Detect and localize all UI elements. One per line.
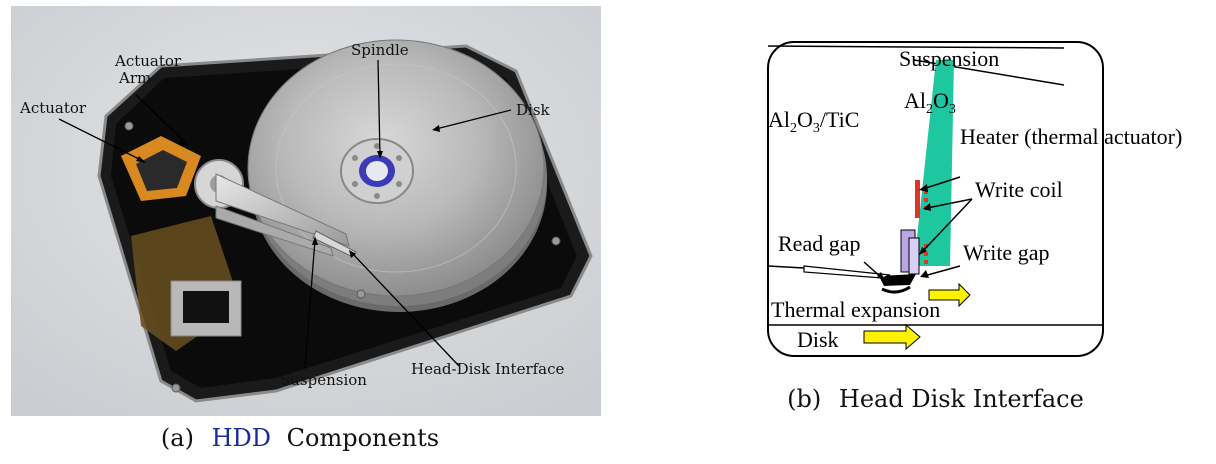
label-head-disk-interface: Head-Disk Interface [411, 360, 565, 378]
caption-b-text: Head Disk Interface [838, 385, 1084, 413]
hdi-label-read-gap: Read gap [778, 231, 861, 256]
alumina-layer [914, 60, 954, 266]
caption-b: (b) Head Disk Interface [764, 385, 1107, 413]
hdd-photo [11, 6, 601, 416]
caption-a: (a) HDD Components [0, 424, 600, 452]
label-spindle: Spindle [351, 41, 409, 59]
hdi-label-write-coil: Write coil [975, 177, 1063, 202]
label-actuator-arm-line1: Actuator [115, 52, 182, 70]
hdi-al-tic-a: Al [768, 107, 790, 132]
hdi-label-disk: Disk [797, 327, 839, 352]
label-disk: Disk [516, 101, 550, 119]
hdi-label-alumina: Al2O3 [904, 89, 956, 122]
label-suspension: Suspension [280, 371, 367, 389]
hdd-glossary-link[interactable]: HDD [211, 424, 271, 452]
hdi-al-tic-c: /TiC [819, 107, 860, 132]
hdi-al-tic-b: O [797, 107, 813, 132]
hdi-label-write-gap: Write gap [963, 240, 1050, 265]
hdi-al-tic-sub2: 3 [812, 121, 820, 136]
label-actuator-arm: Actuator Arm [115, 53, 181, 87]
caption-a-text: Components [286, 424, 440, 452]
hdi-label-suspension: Suspension [899, 46, 1000, 71]
label-actuator: Actuator [20, 99, 87, 117]
hdi-al-tic-sub1: 2 [790, 121, 797, 136]
label-actuator-arm-line2: Arm [119, 69, 152, 87]
flow-arrow-right [928, 282, 971, 308]
hdi-schematic [767, 41, 1104, 357]
head-disk-interface-panel: Suspension Al2O3/TiC Al2O3 Heater (therm… [764, 40, 1182, 360]
hdi-al-b: O [933, 88, 949, 113]
caption-a-tag: (a) [160, 424, 194, 452]
hdd-components-panel: Actuator Arm Actuator Spindle Disk Suspe… [11, 6, 601, 416]
caption-b-tag: (b) [787, 385, 822, 413]
hdi-al-sub1: 2 [926, 102, 933, 117]
hdi-label-thermal-expansion: Thermal expansion [771, 297, 941, 322]
hdi-label-alumina-tic: Al2O3/TiC [768, 108, 859, 141]
hdi-label-heater: Heater (thermal actuator) [960, 124, 1183, 149]
heater-element [915, 180, 920, 218]
head-tip [879, 274, 916, 286]
disk-motion-arrow [863, 323, 921, 351]
hdi-al-sub2: 3 [948, 102, 956, 117]
hdi-al-a: Al [904, 88, 926, 113]
